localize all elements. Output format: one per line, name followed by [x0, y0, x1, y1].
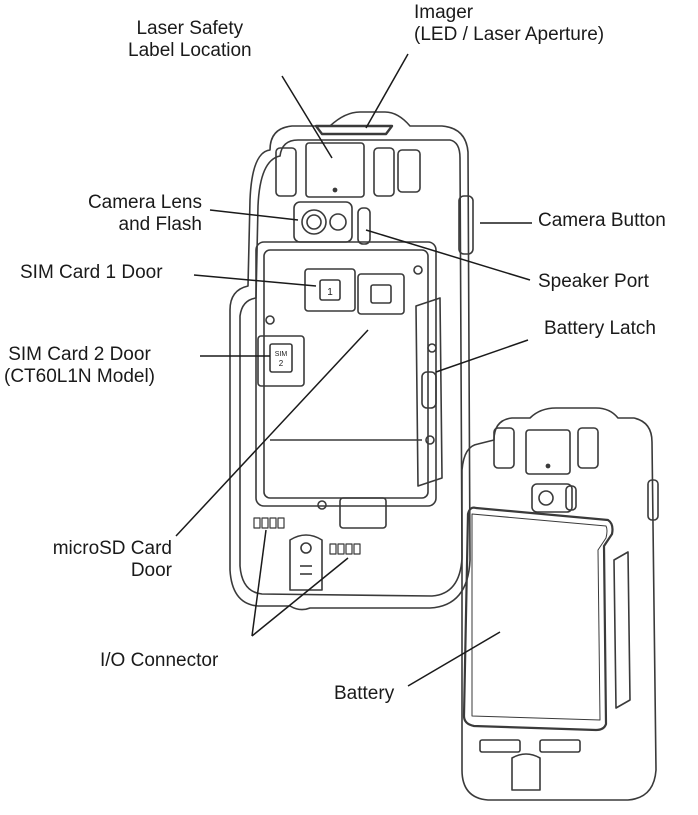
sim1-mark: 1 — [327, 287, 333, 298]
callout-camera-button-text: Camera Button — [538, 210, 666, 231]
leader-lines — [175, 53, 532, 687]
callout-imager: Imager (LED / Laser Aperture) — [414, 2, 604, 46]
sim1-door — [304, 268, 356, 312]
camera-lens — [301, 209, 327, 235]
callout-camera-button: Camera Button — [538, 210, 666, 232]
leader-speaker — [365, 229, 531, 281]
camera-side-button — [458, 195, 474, 255]
callout-battery-latch: Battery Latch — [544, 318, 656, 340]
left-top-pillar — [275, 147, 297, 197]
main-device — [229, 111, 474, 611]
leader-io-left — [251, 529, 267, 637]
callout-imager-line1: Imager — [414, 2, 474, 23]
callout-microsd-line2: Door — [130, 560, 172, 581]
callout-imager-line2: (LED / Laser Aperture) — [414, 24, 605, 45]
callout-microsd-line1: microSD Card — [52, 538, 172, 559]
leader-laser-label — [281, 75, 333, 159]
battery-compartment — [255, 241, 437, 507]
callout-speaker: Speaker Port — [538, 271, 649, 293]
second-device-shell — [461, 407, 657, 801]
battery-latch — [415, 297, 443, 487]
io-connector-pins — [253, 517, 361, 555]
callout-laser-safety-line1: Laser Safety — [136, 18, 244, 39]
callout-io-connector-text: I/O Connector — [100, 650, 219, 671]
device-with-battery — [461, 407, 659, 801]
leader-battery-latch — [435, 339, 529, 373]
callout-sim2-line2: (CT60L1N Model) — [4, 366, 155, 387]
callout-camera-lens: Camera Lens and Flash — [88, 192, 202, 236]
callout-sim2: SIM Card 2 Door (CT60L1N Model) — [4, 344, 155, 388]
callout-camera-lens-line1: Camera Lens — [87, 192, 202, 213]
speaker-port — [357, 207, 371, 245]
sim2-door — [257, 335, 305, 387]
leader-imager — [365, 53, 409, 129]
main-device-shell — [229, 111, 471, 611]
battery — [462, 506, 614, 732]
laser-label-plate — [305, 142, 365, 198]
callout-sim1-text: SIM Card 1 Door — [20, 262, 163, 283]
callout-battery-text: Battery — [334, 683, 395, 704]
imager-window — [314, 124, 394, 136]
callout-laser-safety: Laser Safety Label Location — [128, 18, 252, 62]
camera-flash — [329, 213, 347, 231]
callout-laser-safety-line2: Label Location — [128, 40, 252, 61]
microsd-door — [357, 273, 405, 315]
sim2-mark-line2: 2 — [279, 359, 284, 368]
callout-microsd: microSD Card Door — [53, 538, 172, 582]
callout-io-connector: I/O Connector — [100, 650, 218, 672]
leader-microsd — [175, 329, 369, 537]
leader-battery — [407, 631, 501, 687]
leader-camera-lens — [209, 209, 299, 221]
leader-io-right — [251, 557, 349, 637]
sim2-mark-line1: SIM — [275, 351, 288, 358]
second-laser-plate — [525, 429, 571, 475]
leader-sim1 — [193, 274, 317, 287]
contact-block — [339, 497, 387, 529]
right-top-pillar — [373, 147, 395, 197]
callout-speaker-text: Speaker Port — [538, 271, 649, 292]
callout-sim2-line1: SIM Card 2 Door — [8, 344, 151, 365]
callout-battery-latch-text: Battery Latch — [544, 318, 656, 339]
callout-camera-lens-line2: and Flash — [118, 214, 202, 235]
callout-battery: Battery — [334, 683, 394, 705]
callout-sim1: SIM Card 1 Door — [20, 262, 163, 284]
